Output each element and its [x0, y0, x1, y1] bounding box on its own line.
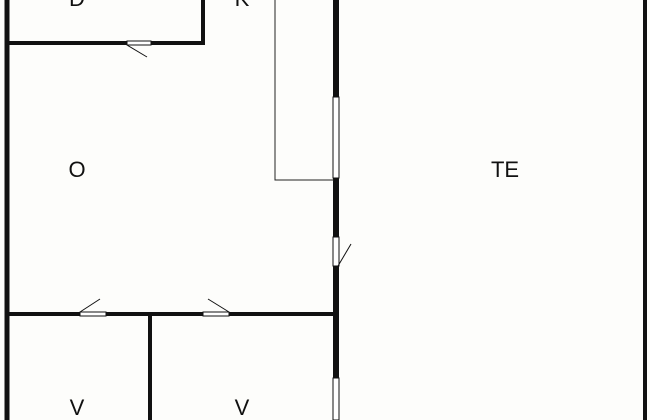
door-v1-sill: [79, 311, 107, 317]
room-labels: D K O TE V V: [68, 0, 519, 420]
door-central-swing: [337, 243, 352, 267]
walls: [4, 0, 647, 420]
room-label-v-left: V: [70, 395, 85, 420]
window-upper: [332, 96, 340, 179]
door-d-swing: [126, 44, 148, 58]
windows: [332, 96, 340, 420]
room-label-d: D: [69, 0, 85, 11]
door-v2-swing: [207, 298, 230, 313]
window-lower: [332, 377, 340, 420]
room-label-v-right: V: [235, 395, 250, 420]
room-label-o: O: [68, 157, 85, 182]
door-d-sill: [126, 40, 152, 46]
room-label-te: TE: [491, 157, 519, 182]
door-v2-sill: [202, 311, 230, 317]
door-central-sill: [332, 236, 340, 267]
room-label-k: K: [235, 0, 250, 11]
kitchen-counter-outline: [274, 0, 334, 181]
door-v1-swing: [79, 298, 101, 313]
doors: [79, 40, 352, 317]
